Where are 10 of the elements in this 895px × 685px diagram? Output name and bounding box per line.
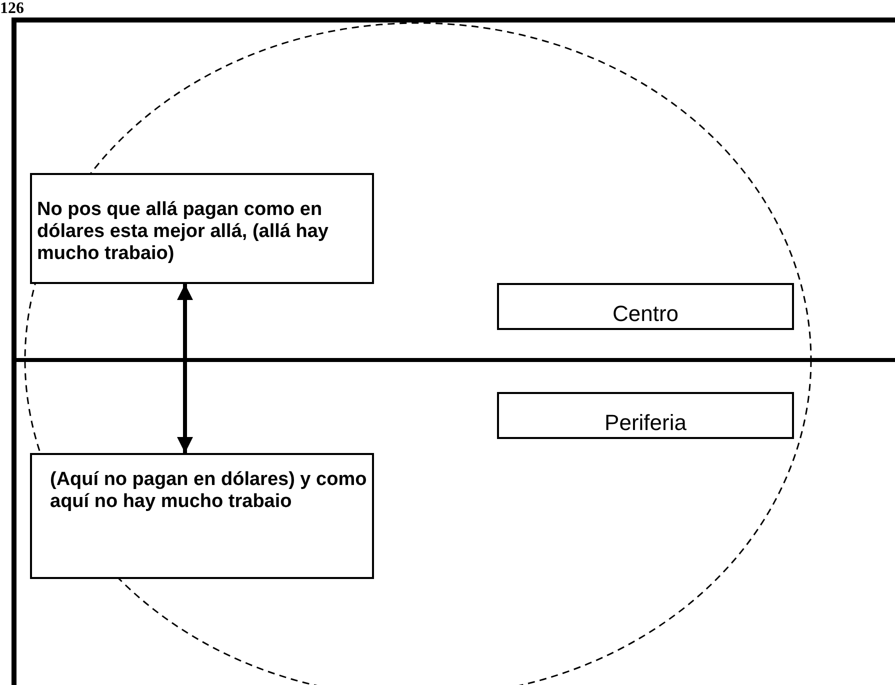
- box-text: (Aquí no pagan en dólares) y como aquí no hay mucho trabaio: [50, 469, 368, 514]
- text-box: [497, 283, 794, 330]
- text-box: [30, 173, 374, 284]
- box-text: Centro: [612, 302, 679, 328]
- text-box: [30, 453, 374, 579]
- text-box: [497, 392, 794, 439]
- box-text: No pos que allá pagan como en dólares esta mejor allá, (allá hay mucho trabaio): [37, 199, 330, 266]
- page-number: 126: [0, 0, 24, 17]
- arrow: [177, 284, 193, 453]
- box-text: Periferia: [604, 411, 686, 437]
